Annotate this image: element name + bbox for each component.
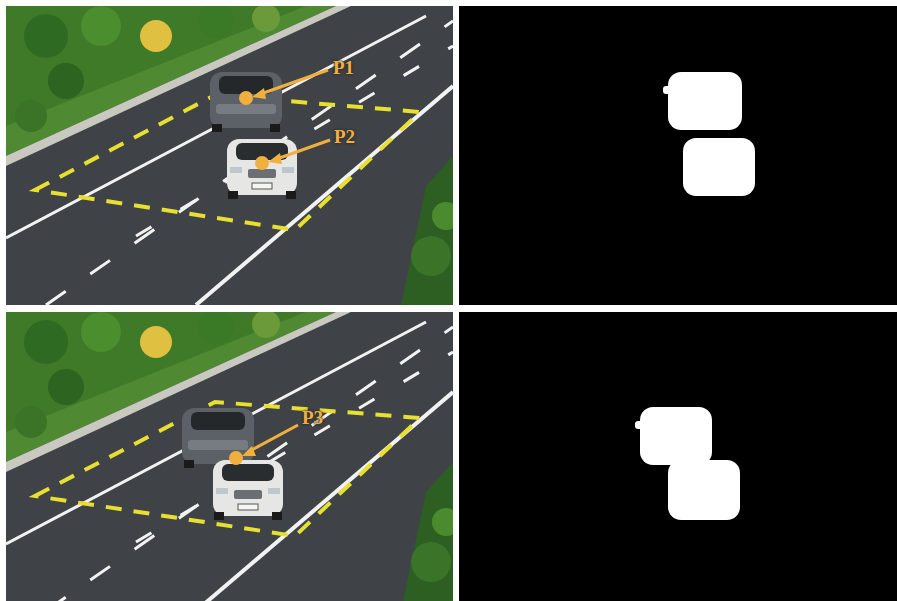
callout-number: P2 (334, 127, 355, 146)
callout-number: P1 (333, 58, 354, 77)
callout-number: P3 (302, 408, 323, 427)
